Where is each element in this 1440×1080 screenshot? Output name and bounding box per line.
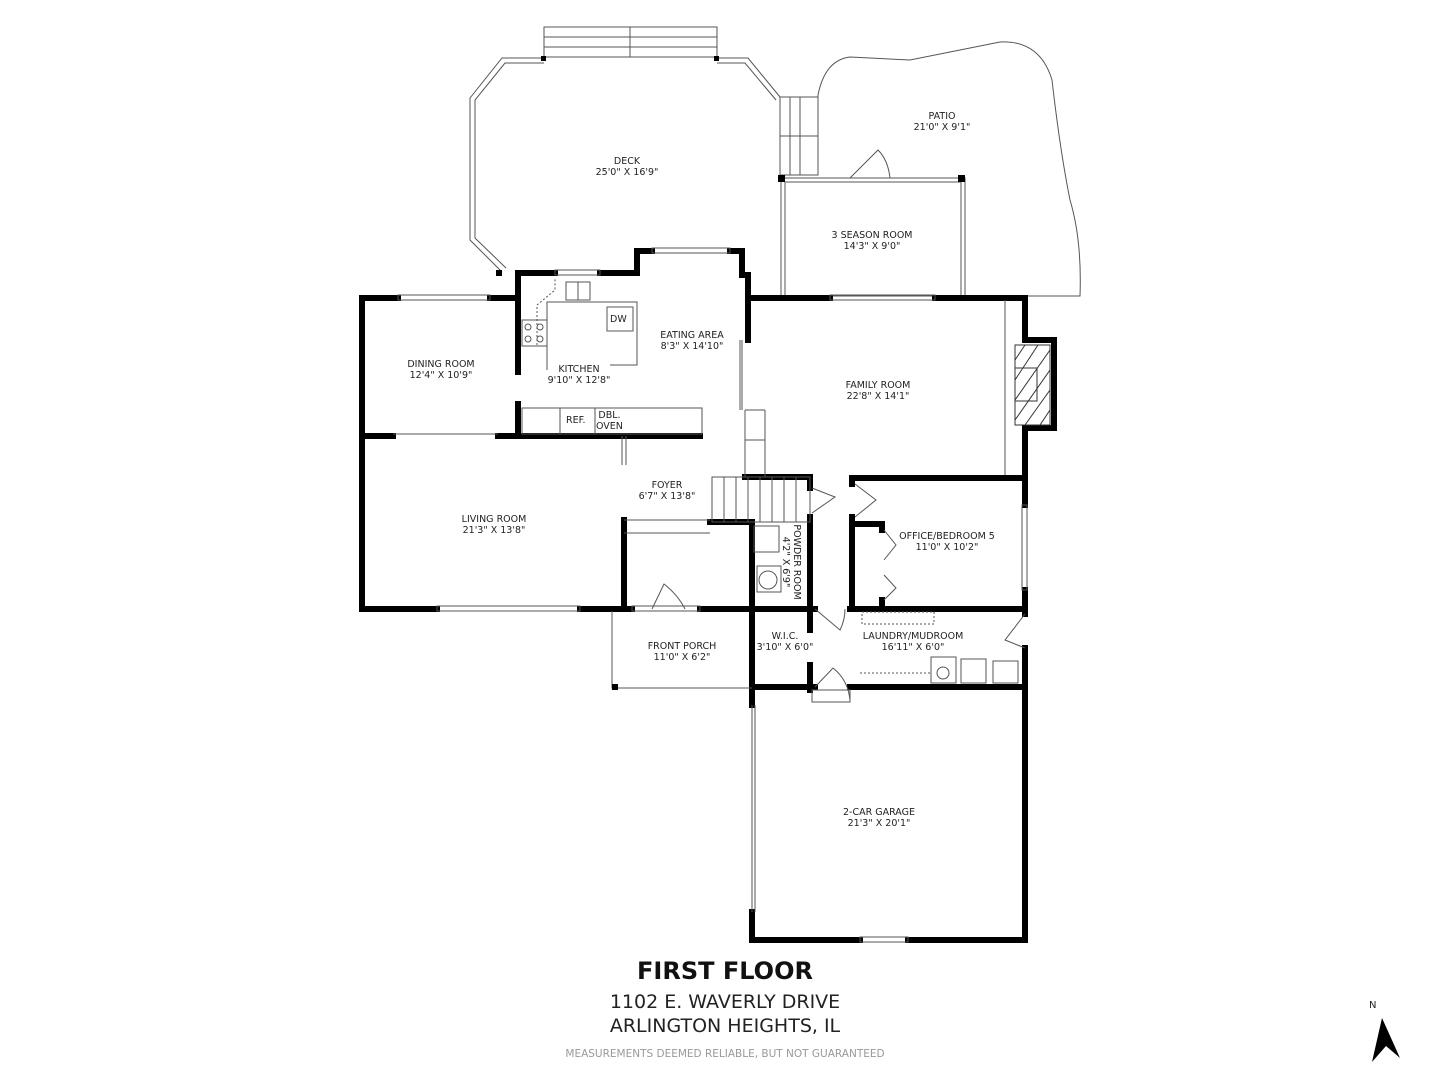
room-dims: 6'7" X 13'8": [638, 491, 696, 502]
room-name: EATING AREA: [660, 330, 724, 341]
room-dims: 11'0" X 6'2": [653, 652, 711, 663]
room-eating-area: EATING AREA 8'3" X 14'10": [660, 330, 723, 352]
powder-fixtures: [753, 525, 782, 593]
room-kitchen: KITCHEN 9'10" X 12'8": [548, 364, 611, 386]
room-name: FAMILY ROOM: [845, 380, 911, 391]
address-line-2: ARLINGTON HEIGHTS, IL: [609, 1015, 841, 1037]
room-living: LIVING ROOM 21'3" X 13'8": [462, 514, 527, 536]
room-foyer: FOYER 6'7" X 13'8": [639, 480, 696, 502]
north-arrow-icon: [1372, 1018, 1400, 1062]
room-dims: 8'3" X 14'10": [660, 341, 724, 352]
laundry-fixtures: [860, 611, 1019, 684]
refrigerator-label: REF.: [566, 415, 586, 426]
room-dining: DINING ROOM 12'4" X 10'9": [407, 359, 474, 381]
room-dims: 4'2" X 6'9": [780, 536, 791, 588]
room-garage: 2-CAR GARAGE 21'3" X 20'1": [843, 807, 915, 829]
room-laundry: LAUNDRY/MUDROOM 16'11" X 6'0": [863, 631, 964, 653]
room-powder: POWDER ROOM 4'2" X 6'9": [780, 524, 802, 599]
season-room-walls: [780, 149, 966, 297]
room-name: DECK: [613, 156, 641, 167]
north-label: N: [1369, 1000, 1377, 1011]
room-3-season: 3 SEASON ROOM 14'3" X 9'0": [832, 230, 913, 252]
address-line-1: 1102 E. WAVERLY DRIVE: [609, 991, 841, 1013]
room-dims: 21'0" X 9'1": [913, 122, 971, 133]
room-name: OFFICE/BEDROOM 5: [899, 531, 995, 542]
plan-title: FIRST FLOOR: [637, 957, 813, 985]
room-name: DINING ROOM: [407, 359, 475, 370]
room-name: KITCHEN: [558, 364, 600, 375]
room-dims: 14'3" X 9'0": [843, 241, 901, 252]
oven-label-line1: DBL.: [598, 410, 621, 421]
oven-label-line2: OVEN: [596, 421, 623, 432]
room-dims: 11'0" X 10'2": [915, 542, 979, 553]
room-name: FOYER: [651, 480, 683, 491]
room-dims: 21'3" X 20'1": [847, 818, 911, 829]
patio-outline: [817, 41, 1081, 297]
room-name: LAUNDRY/MUDROOM: [862, 631, 964, 642]
room-dims: 21'3" X 13'8": [462, 525, 526, 536]
room-name: W.I.C.: [771, 631, 799, 642]
room-family: FAMILY ROOM 22'8" X 14'1": [846, 380, 911, 402]
fireplace: [1014, 344, 1051, 426]
room-name: LIVING ROOM: [461, 514, 527, 525]
walls: [359, 248, 1057, 943]
room-dims: 12'4" X 10'9": [409, 370, 473, 381]
room-deck: DECK 25'0" X 16'9": [596, 156, 659, 178]
room-name: 3 SEASON ROOM: [831, 230, 913, 241]
room-office: OFFICE/BEDROOM 5 11'0" X 10'2": [899, 531, 995, 553]
doors: [651, 483, 1026, 703]
stairs: [711, 409, 811, 523]
room-dims: 16'11" X 6'0": [881, 642, 945, 653]
room-wic: W.I.C. 3'10" X 6'0": [757, 631, 814, 653]
oven-label: DBL. OVEN: [596, 410, 623, 432]
room-name: 2-CAR GARAGE: [843, 807, 915, 818]
room-front-porch: FRONT PORCH 11'0" X 6'2": [648, 641, 717, 663]
room-dims: 9'10" X 12'8": [547, 375, 611, 386]
room-patio: PATIO 21'0" X 9'1": [914, 111, 971, 133]
windows: [393, 247, 1028, 943]
deck-outline: [469, 26, 819, 273]
kitchen-fixtures: [521, 278, 703, 435]
disclaimer: MEASUREMENTS DEEMED RELIABLE, BUT NOT GU…: [565, 1048, 885, 1060]
room-name: POWDER ROOM: [791, 524, 802, 600]
room-name: PATIO: [928, 111, 956, 122]
room-dims: 3'10" X 6'0": [756, 642, 814, 653]
room-dims: 25'0" X 16'9": [595, 167, 659, 178]
room-name: FRONT PORCH: [647, 641, 717, 652]
dishwasher-label: DW: [610, 314, 627, 325]
room-dims: 22'8" X 14'1": [846, 391, 910, 402]
